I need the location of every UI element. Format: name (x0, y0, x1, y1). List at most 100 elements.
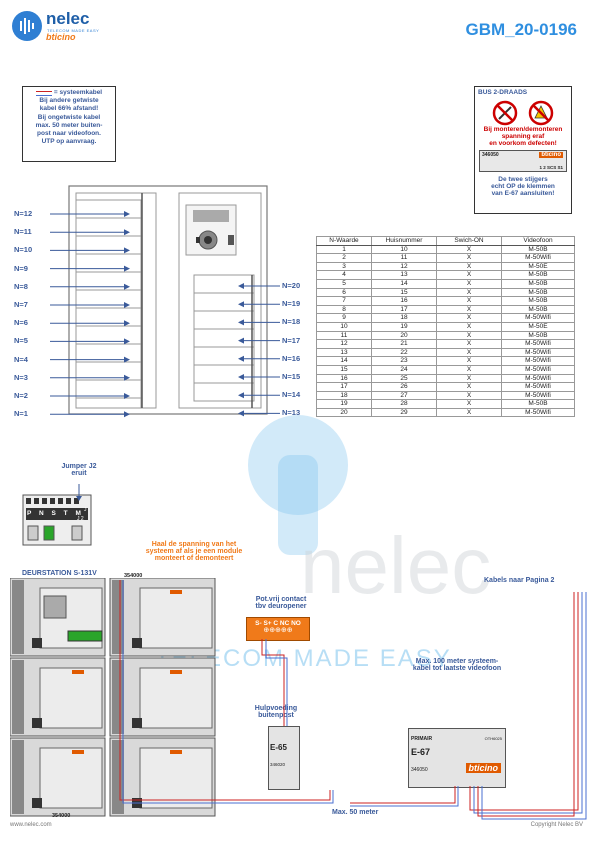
footer-website: www.nelec.com (10, 822, 52, 828)
n-arrowhead-left (124, 265, 130, 272)
bus-note-3: van E-67 aansluiten! (491, 190, 555, 197)
logo-tagline: TELECOM MADE EASY (47, 28, 100, 33)
bus-warning-3: en voorkom defecten! (489, 140, 557, 147)
n-label-left: N=11 (14, 227, 32, 237)
e67-code: 346050 (411, 767, 428, 773)
relay-label: Pot.vrij contact tbv deuropener (255, 596, 307, 610)
table-cell: M-50Wifi (501, 407, 575, 418)
n-label-left: N=9 (14, 263, 28, 273)
bus-module: 346050 bticino 1 2 SCS S1 (479, 150, 567, 172)
document-code: GBM_20-0196 (465, 20, 577, 39)
n-value-table: N-Waarde Huisnummer Swich-ON Videofoon 1… (316, 236, 575, 418)
n-label-left: N=8 (14, 281, 28, 291)
n-arrowhead-left (124, 283, 130, 290)
nelec-logo-icon (12, 11, 42, 41)
n-arrowhead-right (238, 301, 244, 308)
bus-note-2: echt OP de klemmen (491, 183, 555, 190)
n-arrowhead-left (124, 356, 130, 363)
n-arrowhead-right (238, 319, 244, 326)
bus-module-terminals: 1 2 SCS S1 (539, 165, 563, 170)
note-line-3: kabel 66% afstand! (39, 105, 99, 113)
note-line-4: Bij ongetwiste kabel (37, 113, 101, 121)
n-label-right: N=15 (282, 372, 301, 381)
n-arrowhead-left (124, 247, 130, 254)
n-label-right: N=17 (282, 335, 301, 345)
n-arrowhead-right (238, 392, 244, 399)
psu-label: Hulpvoeding buitenpost (254, 705, 298, 719)
n-label-right: N=20 (282, 281, 301, 290)
n-arrowhead-left (124, 211, 130, 217)
n-label-right: N=16 (282, 353, 301, 363)
relay-module: S- S+ C NC NO ⊕⊕⊕⊕⊕ (246, 617, 310, 641)
n-label-left: N=7 (14, 300, 28, 309)
bus-warning-2: spanning eraf (501, 133, 545, 140)
e67-module: PRIMAIR E-67 346050 bticino OTH6025 (408, 728, 506, 788)
n-label-left: N=3 (14, 372, 28, 382)
n-label-left: N=12 (14, 209, 33, 218)
note-line-7: UTP op aanvraag. (41, 138, 97, 146)
module-code-bottom: 354000 (52, 813, 71, 819)
bus-module-brand: bticino (539, 152, 563, 158)
psu-name: E-65 (270, 743, 287, 752)
n-arrowhead-left (124, 320, 130, 327)
logo-name: nelec (46, 9, 90, 28)
jumper-board: P N S T M J J 2 (22, 494, 92, 546)
watermark-shape (228, 415, 368, 560)
bus-warning-1: Bij monteren/demonteren (483, 126, 563, 133)
footer-copyright: Copyright Nelec BV (530, 822, 583, 828)
e67-primair: PRIMAIR (411, 736, 433, 742)
n-label-left: N=1 (14, 409, 28, 419)
e67-name: E-67 (411, 747, 431, 757)
bus-module-code: 346050 (482, 152, 499, 158)
n-arrowhead-left (124, 393, 130, 399)
n-arrowhead-left (124, 229, 130, 236)
max50-label: Max. 50 meter (332, 809, 379, 816)
door-panel-drawing (68, 185, 268, 415)
system-cable-symbol (35, 90, 52, 96)
n-arrowhead-right (238, 337, 244, 344)
no-voltage-icon (528, 100, 554, 126)
n-arrowhead-right (238, 410, 244, 417)
jumper-j: J (84, 507, 87, 513)
n-label-right: N=13 (282, 408, 301, 418)
cable-note-box: = systeemkabel Bij andere getwiste kabel… (22, 86, 116, 162)
jumper-j2: J 2 (77, 516, 84, 522)
n-arrowhead-left (124, 302, 130, 308)
e67-side: OTH6025 (484, 736, 502, 741)
n-label-left: N=10 (14, 245, 33, 255)
bus-warning-box: BUS 2-DRAADS Bij monteren/demonteren spa… (474, 86, 572, 214)
note-line-2: Bij andere getwiste (39, 97, 99, 105)
n-arrowhead-left (124, 411, 130, 418)
no-screwdriver-icon (492, 100, 518, 126)
module-code-top: 354000 (124, 573, 143, 579)
psu-module: E-65 346020 (268, 726, 300, 790)
psu-code: 346020 (270, 762, 286, 767)
note-line-5: max. 50 meter buiten- (35, 121, 103, 129)
warning-icons (475, 100, 571, 126)
n-label-right: N=18 (282, 317, 301, 327)
watermark-text: nelec (300, 521, 492, 610)
jumper-label: Jumper J2 eruit (61, 463, 97, 477)
n-arrowhead-left (124, 338, 130, 345)
n-arrowhead-right (238, 355, 244, 362)
note-line-1: = systeemkabel (26, 89, 112, 97)
n-label-left: N=6 (14, 318, 28, 328)
relay-screws: ⊕⊕⊕⊕⊕ (263, 627, 293, 634)
n-arrowhead-left (124, 374, 130, 381)
n-label-left: N=5 (14, 336, 28, 346)
n-label-right: N=14 (282, 390, 301, 400)
power-warning: Haal de spanning van het systeem af als … (145, 541, 243, 562)
n-label-left: N=4 (14, 354, 28, 364)
bus-title: BUS 2-DRAADS (478, 89, 528, 96)
n-arrowhead-right (238, 283, 244, 289)
bus-note-1: De twee stijgers (498, 176, 548, 183)
n-arrowhead-right (238, 374, 244, 380)
